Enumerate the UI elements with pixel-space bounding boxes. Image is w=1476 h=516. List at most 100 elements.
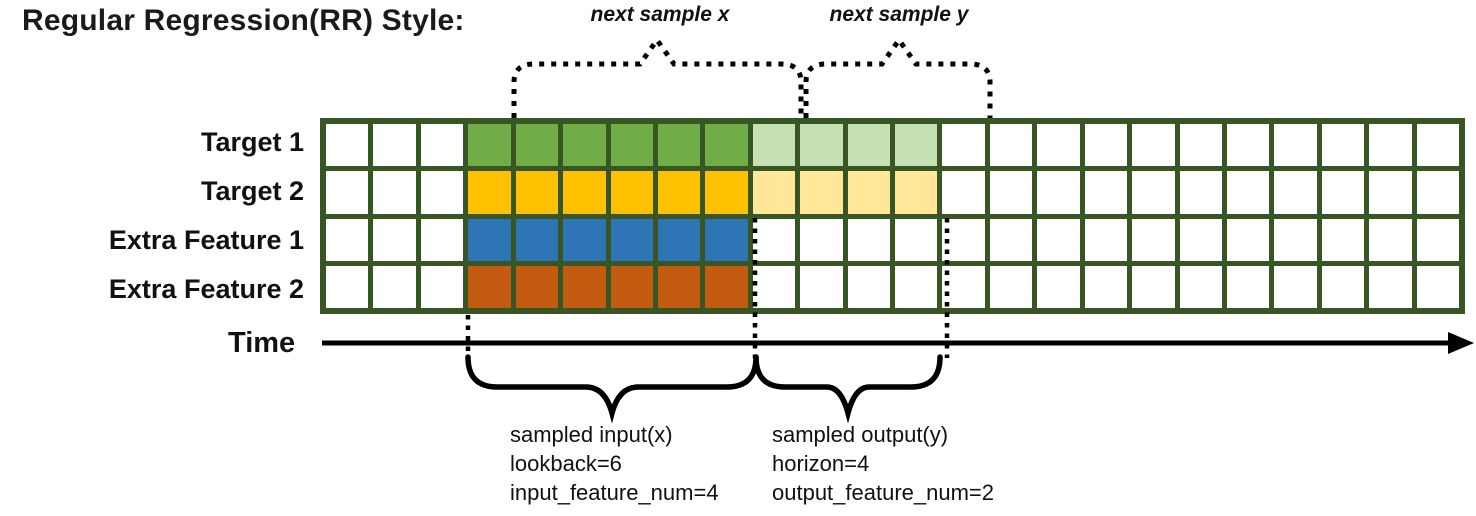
grid-cell <box>942 124 985 167</box>
grid-cell <box>1132 265 1175 308</box>
grid-cell <box>895 124 938 167</box>
grid-cell <box>752 171 796 214</box>
grid-cell <box>989 171 1033 214</box>
grid-cell <box>610 265 653 308</box>
grid-cell <box>1416 171 1459 214</box>
grid-cell <box>847 218 890 261</box>
grid-cell <box>1179 265 1222 308</box>
grid-cell <box>989 218 1033 261</box>
grid-cell <box>1179 218 1222 261</box>
grid-cell <box>895 218 938 261</box>
grid-cell <box>942 265 985 308</box>
grid-cell <box>326 265 369 308</box>
grid-cell <box>800 124 843 167</box>
grid-cell <box>563 265 606 308</box>
grid-cell <box>705 218 748 261</box>
lookback-value: lookback=6 <box>510 451 622 476</box>
sample-grid <box>320 118 1465 314</box>
grid-cell <box>1226 218 1270 261</box>
grid-cell <box>657 218 701 261</box>
grid-cell <box>1226 124 1270 167</box>
grid-cell <box>515 218 559 261</box>
grid-cell <box>1369 218 1412 261</box>
grid-cell <box>657 124 701 167</box>
grid-cell <box>1037 265 1080 308</box>
row-label-extra-feature-2: Extra Feature 2 <box>108 274 304 304</box>
grid-cell <box>1179 124 1222 167</box>
grid-cell <box>1369 171 1412 214</box>
grid-cell <box>847 265 890 308</box>
grid-cell <box>610 218 653 261</box>
input-feature-num: input_feature_num=4 <box>510 480 719 505</box>
grid-cell <box>326 124 369 167</box>
grid-cell <box>1084 171 1128 214</box>
grid-cell <box>942 171 985 214</box>
grid-cell <box>989 265 1033 308</box>
grid-cell <box>752 124 796 167</box>
grid-cell <box>895 171 938 214</box>
grid-cell <box>468 265 511 308</box>
grid-cell <box>657 171 701 214</box>
sampled-input-brace <box>465 354 759 424</box>
grid-cell <box>1037 124 1080 167</box>
page-title: Regular Regression(RR) Style: <box>22 4 465 37</box>
next-sample-y-brace <box>803 35 993 118</box>
grid-cell <box>800 218 843 261</box>
row-label-target-1: Target 1 <box>200 127 304 157</box>
grid-cell <box>1416 265 1459 308</box>
grid-cell <box>1274 171 1317 214</box>
sampled-output-brace <box>753 354 943 424</box>
grid-cell <box>1132 124 1175 167</box>
grid-cell <box>1132 218 1175 261</box>
grid-cell <box>1274 265 1317 308</box>
grid-cell <box>1369 124 1412 167</box>
row-label-target-2: Target 2 <box>200 176 304 206</box>
grid-cell <box>326 171 369 214</box>
grid-cell <box>847 171 890 214</box>
grid-cell <box>1084 124 1128 167</box>
grid-cell <box>420 218 464 261</box>
grid-cell <box>1321 171 1365 214</box>
sampled-output-annotation: sampled output(y) horizon=4 output_featu… <box>772 420 994 507</box>
time-axis-label: Time <box>228 327 296 359</box>
sampled-output-title: sampled output(y) <box>772 422 949 447</box>
grid-cell <box>610 124 653 167</box>
grid-cell <box>563 124 606 167</box>
grid-cell <box>942 218 985 261</box>
grid-cell <box>610 171 653 214</box>
output-feature-num: output_feature_num=2 <box>772 480 995 505</box>
row-label-extra-feature-1: Extra Feature 1 <box>108 225 304 255</box>
grid-cell <box>1416 218 1459 261</box>
sampled-input-title: sampled input(x) <box>510 422 673 447</box>
grid-cell <box>563 218 606 261</box>
sampled-input-annotation: sampled input(x) lookback=6 input_featur… <box>510 420 719 507</box>
grid-cell <box>705 265 748 308</box>
grid-cell <box>373 265 416 308</box>
grid-cell <box>1321 218 1365 261</box>
grid-cell <box>1369 265 1412 308</box>
row-labels: Target 1 Target 2 Extra Feature 1 Extra … <box>0 118 312 314</box>
grid-cell <box>468 218 511 261</box>
grid-cell <box>1037 171 1080 214</box>
grid-cell <box>373 124 416 167</box>
grid-cell <box>373 171 416 214</box>
grid-cell <box>1226 265 1270 308</box>
grid-cell <box>752 265 796 308</box>
grid-cell <box>989 124 1033 167</box>
horizon-value: horizon=4 <box>772 451 870 476</box>
grid-cell <box>1416 124 1459 167</box>
grid-cell <box>515 171 559 214</box>
grid-cell <box>752 218 796 261</box>
grid-cell <box>515 265 559 308</box>
grid-cell <box>326 218 369 261</box>
grid-cell <box>1084 218 1128 261</box>
grid-cell <box>1179 171 1222 214</box>
next-sample-x-brace <box>511 35 804 118</box>
grid-cell <box>800 171 843 214</box>
grid-cell <box>1226 171 1270 214</box>
next-sample-y-label: next sample y <box>829 3 969 26</box>
grid-cell <box>468 124 511 167</box>
grid-cell <box>420 171 464 214</box>
grid-cell <box>895 265 938 308</box>
grid-cell <box>1321 265 1365 308</box>
